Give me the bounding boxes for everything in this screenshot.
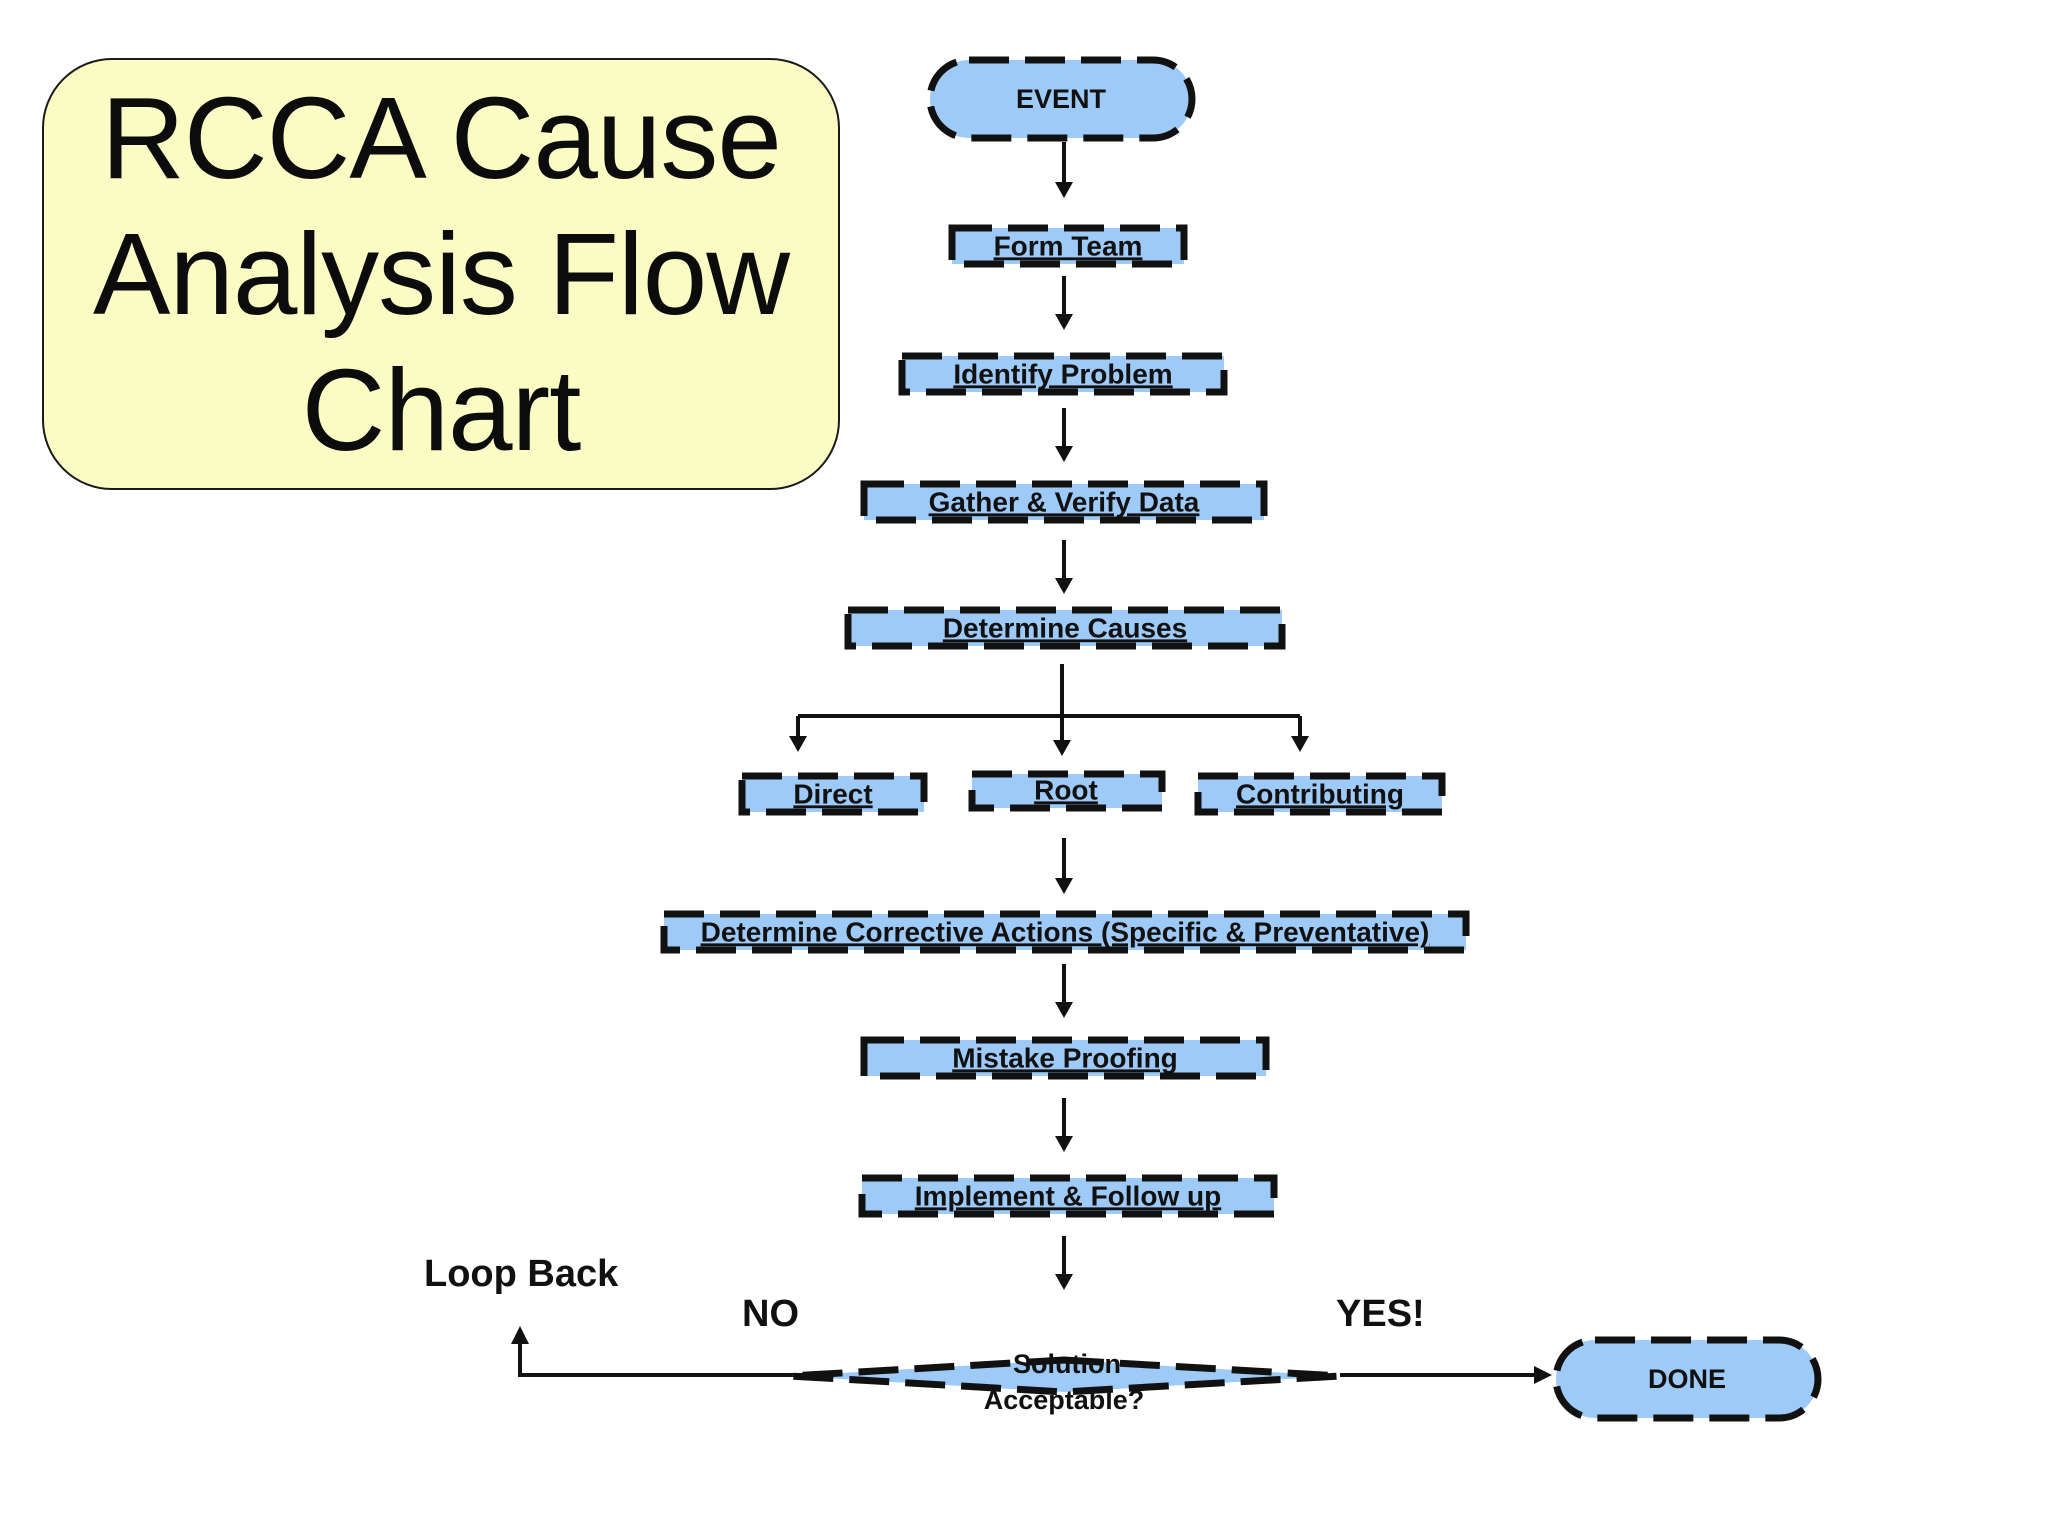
node-gather-verify-data-label: Gather & Verify Data [929,486,1200,517]
title-box: RCCA Cause Analysis Flow Chart [42,58,840,490]
node-gather-verify-data: Gather & Verify Data [860,480,1268,524]
node-mistake-proofing-label: Mistake Proofing [952,1042,1178,1073]
arrowhead [789,736,807,752]
arrowhead [1055,878,1073,894]
node-root: Root [968,770,1166,812]
arrowhead [1055,446,1073,462]
arrowhead [1055,314,1073,330]
node-direct: Direct [738,772,928,816]
arrowhead [1055,578,1073,594]
yes-label: YES! [1336,1293,1425,1335]
node-corrective-actions-label: Determine Corrective Actions (Specific &… [701,916,1430,947]
node-contributing: Contributing [1194,772,1446,816]
node-identify-problem-label: Identify Problem [953,358,1172,389]
decision-label-line1: Solution [1013,1349,1121,1379]
decision-label-line2: Acceptable? [984,1385,1145,1415]
node-form-team-label: Form Team [994,230,1143,261]
node-direct-label: Direct [793,778,872,809]
node-implement-follow-up-label: Implement & Follow up [915,1180,1221,1211]
arrowhead [1055,182,1073,198]
node-implement-follow-up: Implement & Follow up [858,1174,1278,1218]
arrowhead [1053,740,1071,756]
node-root-label: Root [1034,774,1098,805]
page-title: RCCA Cause Analysis Flow Chart [92,73,790,475]
node-done: DONE [1552,1336,1822,1422]
node-identify-problem: Identify Problem [898,352,1228,396]
node-decision-solution-acceptable: Solution Acceptable? [789,1349,1341,1415]
node-corrective-actions: Determine Corrective Actions (Specific &… [660,910,1470,954]
node-form-team: Form Team [948,224,1188,268]
loop-back-label: Loop Back [424,1253,619,1295]
arrowhead [511,1326,529,1344]
arrowhead [1534,1366,1552,1384]
node-mistake-proofing: Mistake Proofing [860,1036,1270,1080]
no-label: NO [742,1293,799,1335]
arrowhead [1055,1136,1073,1152]
arrowhead [1055,1274,1073,1290]
arrowhead [1055,1002,1073,1018]
node-contributing-label: Contributing [1236,778,1404,809]
connectors [511,142,1552,1384]
node-done-label: DONE [1648,1364,1726,1394]
node-determine-causes-label: Determine Causes [943,612,1187,643]
node-event-label: EVENT [1016,84,1107,114]
node-event: EVENT [926,56,1196,142]
node-determine-causes: Determine Causes [844,606,1286,650]
arrowhead [1291,736,1309,752]
arrow-no-loop-back [518,1340,810,1377]
